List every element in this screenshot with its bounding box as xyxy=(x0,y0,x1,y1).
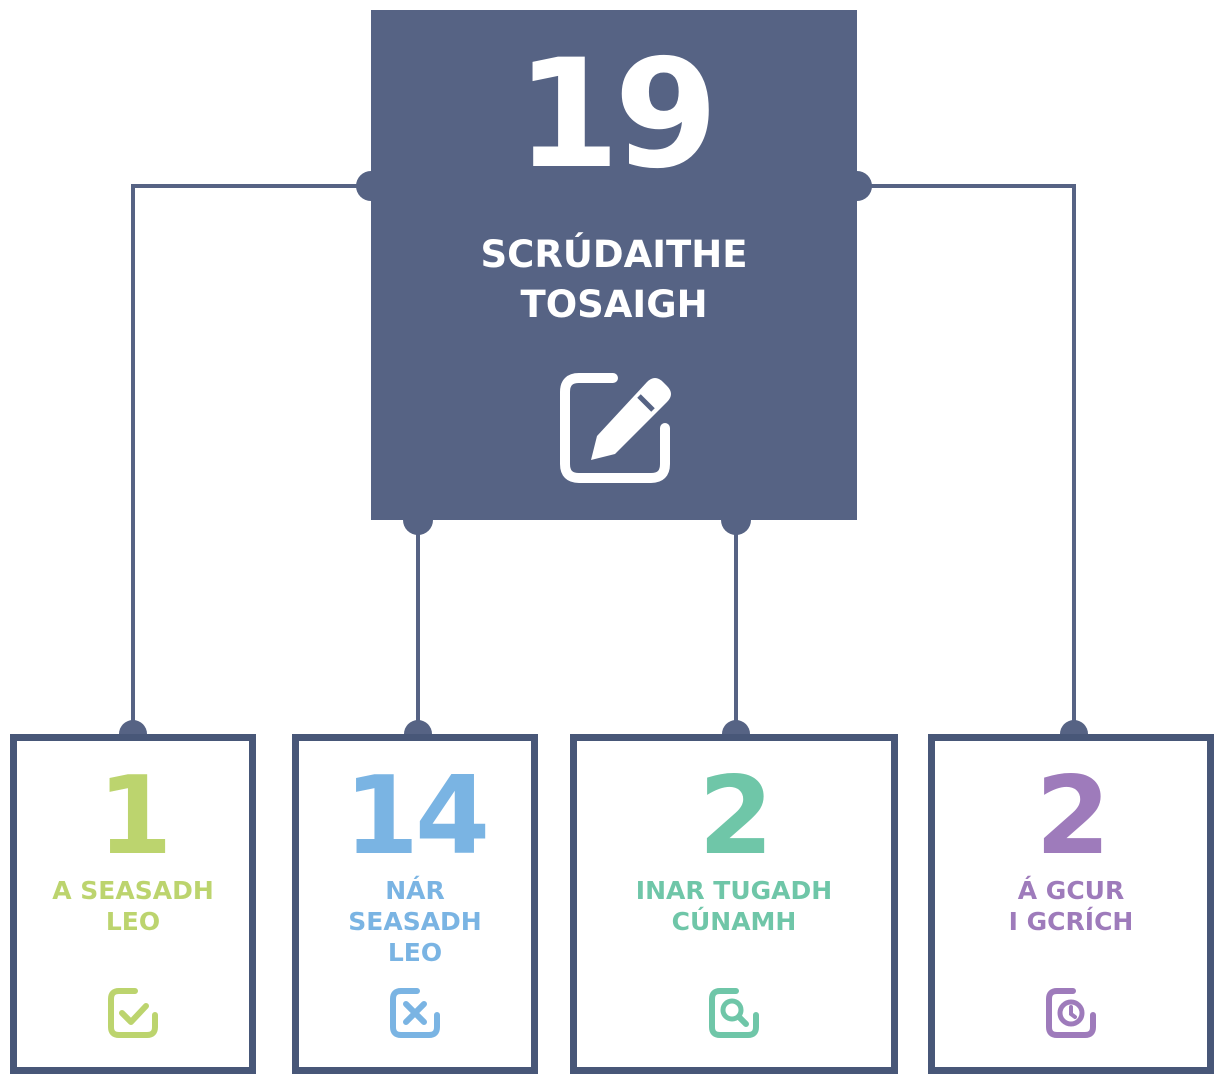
card-number: 2 xyxy=(698,754,773,879)
card-in-progress: 2 Á GCUR I GCRÍCH xyxy=(928,734,1214,1074)
card-label: INAR TUGADH CÚNAMH xyxy=(635,876,833,936)
document-search-icon xyxy=(709,988,759,1038)
main-number: 19 xyxy=(515,28,719,202)
card-not-stood: 14 NÁR SEASADH LEO xyxy=(292,734,538,1074)
checkbox-x-icon xyxy=(390,988,440,1038)
main-label-line2: TOSAIGH xyxy=(520,283,708,326)
card-number: 1 xyxy=(97,754,172,879)
document-clock-icon xyxy=(1046,988,1096,1038)
card-label: Á GCUR I GCRÍCH xyxy=(1008,876,1134,936)
connector-left xyxy=(131,184,371,734)
main-label-line1: SCRÚDAITHE xyxy=(480,233,748,276)
card-label: A SEASADH LEO xyxy=(52,876,214,936)
checkbox-check-icon xyxy=(108,988,158,1038)
card-label: NÁR SEASADH LEO xyxy=(348,876,482,967)
card-assisted: 2 INAR TUGADH CÚNAMH xyxy=(570,734,898,1074)
connector-right xyxy=(857,184,1076,734)
card-number: 2 xyxy=(1035,754,1110,879)
card-stood: 1 A SEASADH LEO xyxy=(10,734,256,1074)
main-stat-box: 19 SCRÚDAITHE TOSAIGH xyxy=(371,10,857,520)
card-number: 14 xyxy=(343,754,490,879)
main-label: SCRÚDAITHE TOSAIGH xyxy=(371,230,857,330)
edit-icon xyxy=(560,373,671,483)
